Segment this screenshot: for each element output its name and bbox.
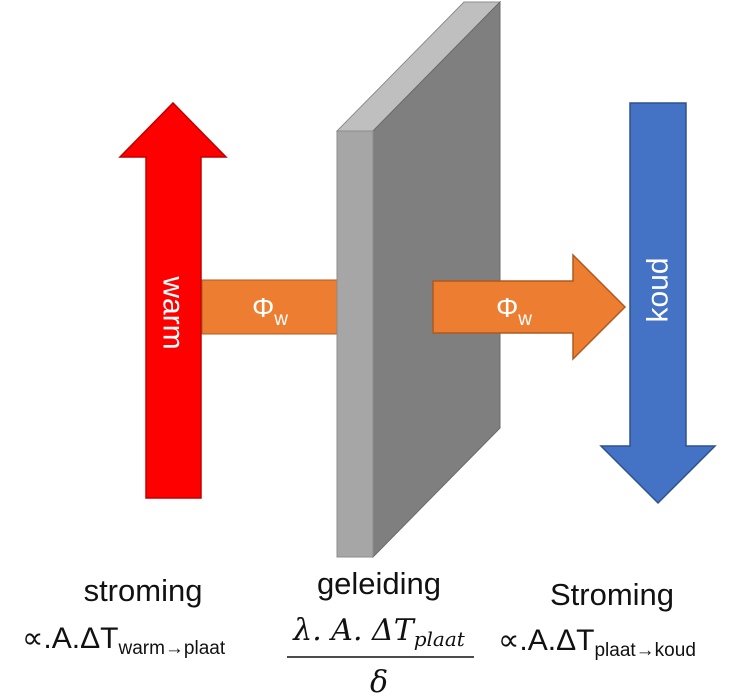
left-title: stroming	[84, 573, 203, 608]
cold-arrow-label: koud	[642, 257, 675, 322]
middle-numerator-sub: plaat	[414, 627, 466, 651]
right-title: Stroming	[550, 577, 674, 612]
flux-left-label: Φw	[252, 292, 288, 330]
left-formula-sub: warm→plaat	[117, 638, 225, 659]
flux-arrow-right	[432, 253, 627, 361]
flux-right-symbol: Φ	[496, 292, 518, 323]
flux-left-symbol: Φ	[252, 292, 274, 323]
flux-right-subscript: w	[517, 309, 532, 330]
left-formula-main: ∝.A.ΔT	[22, 622, 118, 655]
warm-arrow	[118, 101, 228, 499]
middle-numerator-main: λ. A. ΔT	[292, 613, 415, 648]
flux-left-subscript: w	[273, 309, 288, 330]
flux-arrow-left	[201, 279, 338, 335]
cold-arrow	[599, 102, 717, 505]
plate-front-face	[336, 130, 374, 558]
flux-right-label: Φw	[496, 292, 532, 330]
middle-denominator: δ	[370, 665, 388, 700]
right-formula: ∝.A.ΔTplaat→koud	[498, 624, 696, 661]
left-formula: ∝.A.ΔTwarm→plaat	[22, 622, 226, 659]
right-formula-main: ∝.A.ΔT	[498, 624, 594, 657]
right-formula-sub: plaat→koud	[594, 640, 695, 661]
middle-title: geleiding	[317, 566, 441, 601]
warm-arrow-label: warm	[157, 275, 190, 349]
middle-numerator: λ. A. ΔTplaat	[292, 613, 466, 651]
